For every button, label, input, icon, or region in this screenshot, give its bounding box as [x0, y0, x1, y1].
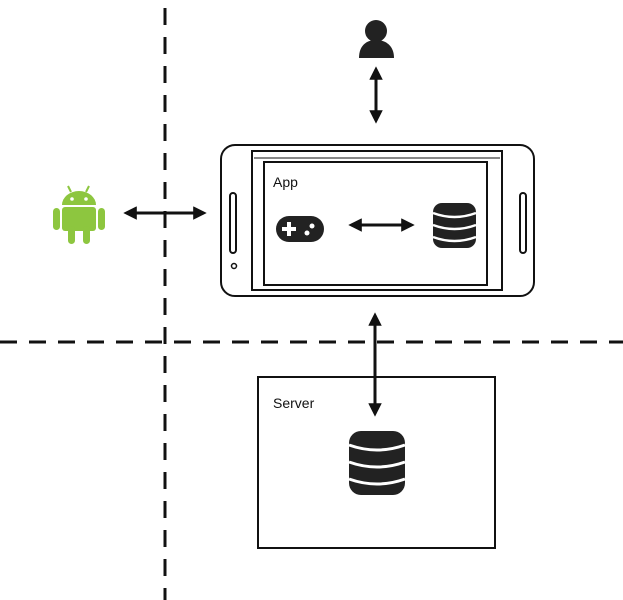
gamepad-icon: [276, 216, 324, 242]
android-icon: [53, 185, 105, 244]
app-database-icon: [432, 203, 477, 248]
app-label: App: [273, 174, 298, 190]
server-label: Server: [273, 395, 315, 411]
server-database-icon: [348, 431, 406, 495]
user-icon: [359, 20, 394, 58]
phone-device: [220, 144, 535, 297]
